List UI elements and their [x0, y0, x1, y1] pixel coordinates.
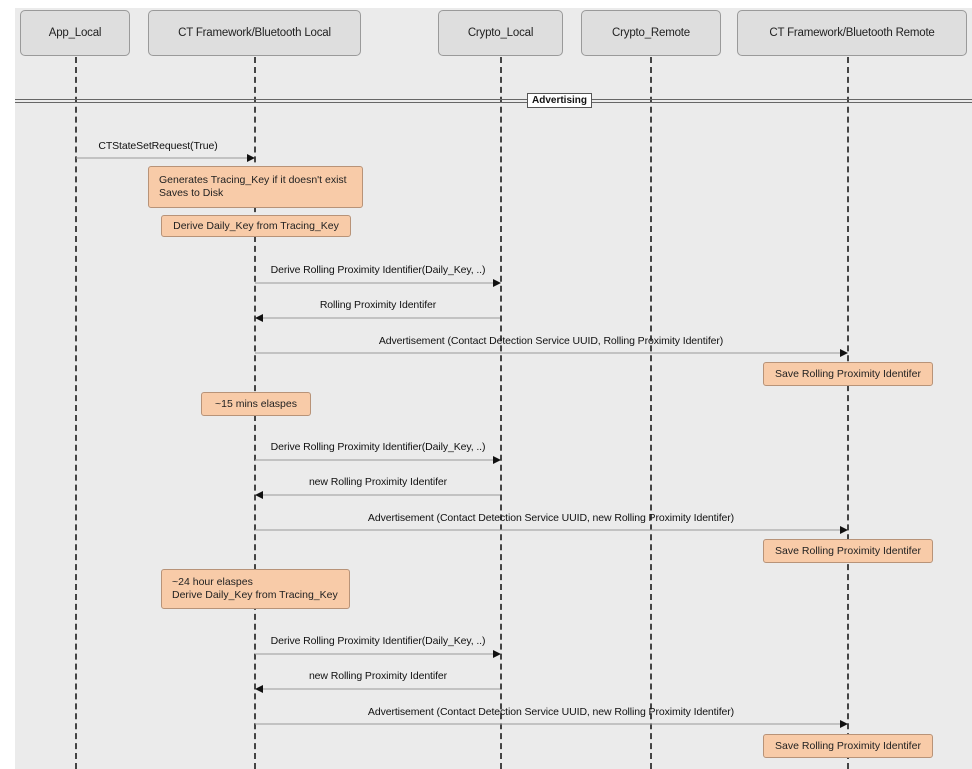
- lifeline-ct-framework-remote: [847, 57, 849, 769]
- message-label-3: Rolling Proximity Identifer: [319, 299, 437, 311]
- section-divider-bottom: [15, 102, 972, 103]
- participant-ct-framework-local: CT Framework/Bluetooth Local: [148, 10, 361, 56]
- note-generate-tracing-key: Generates Tracing_Key if it doesn't exis…: [148, 166, 363, 208]
- message-arrows: [76, 154, 848, 728]
- message-label-1: CTStateSetRequest(True): [98, 140, 218, 152]
- message-label-8: Derive Rolling Proximity Identifier(Dail…: [270, 635, 486, 647]
- participant-ct-framework-remote: CT Framework/Bluetooth Remote: [737, 10, 967, 56]
- participant-app-local: App_Local: [20, 10, 130, 56]
- lifeline-app-local: [75, 57, 77, 769]
- message-label-2: Derive Rolling Proximity Identifier(Dail…: [270, 264, 486, 276]
- note-save-rpi-2: Save Rolling Proximity Identifer: [763, 539, 933, 563]
- message-label-6: new Rolling Proximity Identifer: [308, 476, 448, 488]
- message-label-4: Advertisement (Contact Detection Service…: [378, 335, 724, 347]
- section-label: Advertising: [527, 93, 592, 108]
- note-save-rpi-3: Save Rolling Proximity Identifer: [763, 734, 933, 758]
- note-15-mins-elapses: ~15 mins elaspes: [201, 392, 311, 416]
- message-label-7: Advertisement (Contact Detection Service…: [367, 512, 735, 524]
- sequence-diagram: App_Local CT Framework/Bluetooth Local C…: [15, 8, 972, 769]
- message-label-5: Derive Rolling Proximity Identifier(Dail…: [270, 441, 486, 453]
- section-divider-top: [15, 99, 972, 100]
- message-label-9: new Rolling Proximity Identifer: [308, 670, 448, 682]
- lifeline-crypto-remote: [650, 57, 652, 769]
- message-label-10: Advertisement (Contact Detection Service…: [367, 706, 735, 718]
- participant-crypto-local: Crypto_Local: [438, 10, 563, 56]
- lifeline-crypto-local: [500, 57, 502, 769]
- participant-crypto-remote: Crypto_Remote: [581, 10, 721, 56]
- note-24-hour-elapses: ~24 hour elaspes Derive Daily_Key from T…: [161, 569, 350, 609]
- note-derive-daily-key: Derive Daily_Key from Tracing_Key: [161, 215, 351, 237]
- note-save-rpi-1: Save Rolling Proximity Identifer: [763, 362, 933, 386]
